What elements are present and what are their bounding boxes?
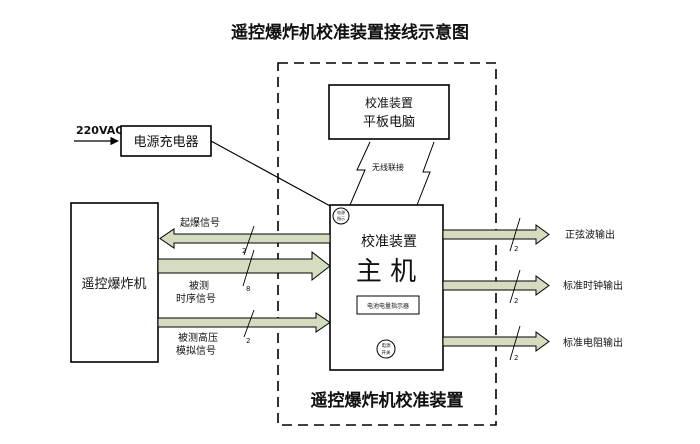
calibration-device-enclosure bbox=[277, 62, 497, 426]
clock-output-count: 2 bbox=[514, 297, 518, 305]
timing-signal-label-2: 时序信号 bbox=[176, 292, 216, 305]
tablet-label-line2: 平板电脑 bbox=[363, 115, 415, 130]
analog-signal-count: 2 bbox=[246, 337, 250, 345]
resistance-output-label: 标准电阻输出 bbox=[563, 336, 623, 349]
power-switch-label-2: 开关 bbox=[382, 349, 391, 356]
battery-indicator-label: 电池电量指示器 bbox=[367, 302, 409, 310]
resistance-output-count: 2 bbox=[514, 354, 518, 362]
sine-output-slash bbox=[509, 217, 521, 252]
power-switch-label-1: 电源 bbox=[382, 342, 391, 349]
fire-signal-arrow bbox=[159, 228, 331, 249]
wireless-link-label: 无线联接 bbox=[372, 162, 404, 172]
fire-signal-label: 起爆信号 bbox=[180, 217, 220, 229]
power-switch bbox=[376, 339, 396, 359]
resistance-output-slash bbox=[509, 325, 521, 361]
wireless-link-zigzag-left bbox=[349, 141, 371, 206]
tablet-box bbox=[328, 84, 450, 140]
host-label-line2: 主 机 bbox=[356, 257, 416, 287]
power-input-label: 220VAC bbox=[76, 124, 123, 137]
remote-exploder-label: 遥控爆炸机 bbox=[81, 277, 146, 292]
host-label-line1: 校准装置 bbox=[361, 233, 417, 250]
fire-signal-slash bbox=[243, 225, 255, 256]
sine-output-arrow bbox=[442, 224, 550, 245]
diagram-title: 遥控爆炸机校准装置接线示意图 bbox=[231, 22, 469, 43]
charger-label: 电源充电器 bbox=[133, 134, 198, 150]
clock-output-slash bbox=[509, 269, 521, 304]
remote-exploder-box bbox=[70, 202, 159, 363]
timing-signal-label-1: 被测 bbox=[189, 279, 209, 292]
enclosure-label: 遥控爆炸机校准装置 bbox=[311, 390, 464, 411]
clock-output-label: 标准时钟输出 bbox=[563, 279, 623, 292]
timing-signal-count: 8 bbox=[246, 285, 250, 293]
sine-output-label: 正弦波输出 bbox=[565, 228, 615, 241]
battery-indicator-box bbox=[356, 295, 420, 315]
timing-signal-arrow bbox=[157, 250, 331, 282]
resistance-output-arrow bbox=[442, 331, 550, 352]
timing-signal-slash bbox=[242, 249, 255, 287]
sine-output-count: 2 bbox=[514, 245, 518, 253]
analog-signal-slash bbox=[243, 309, 255, 338]
clock-output-arrow bbox=[442, 275, 550, 296]
charger-to-host-arrow bbox=[210, 140, 344, 214]
analog-signal-arrow bbox=[157, 312, 331, 333]
analog-signal-label-2: 模拟信号 bbox=[176, 344, 216, 357]
power-indicator-led bbox=[332, 207, 350, 225]
analog-signal-label-1: 被测高压 bbox=[178, 331, 218, 344]
power-indicator-label-2: 指示 bbox=[337, 215, 345, 221]
tablet-label-line1: 校准装置 bbox=[365, 95, 413, 110]
wireless-link-zigzag-right bbox=[416, 141, 435, 206]
fire-signal-count: 2 bbox=[242, 247, 246, 255]
power-indicator-label-1: 电源 bbox=[337, 209, 345, 215]
